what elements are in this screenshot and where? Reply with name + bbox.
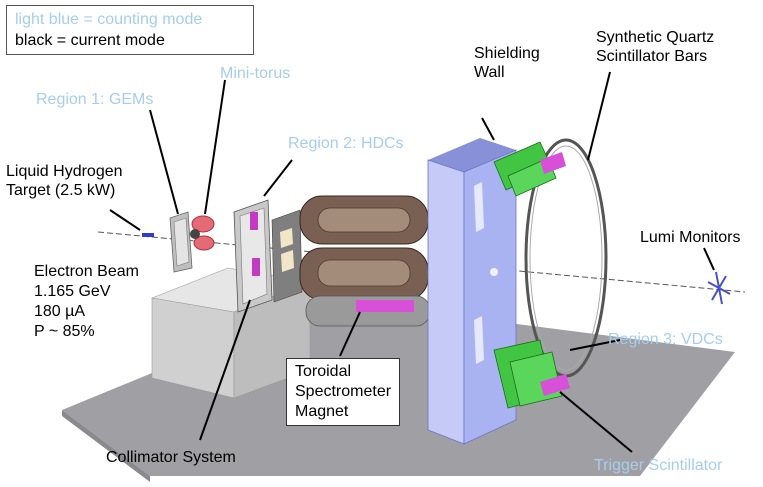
toroid-coil-magenta [356, 300, 414, 312]
toroid-coil-upper-inner [317, 207, 411, 233]
label-region1: Region 1: GEMs [36, 91, 154, 108]
floor-edge [62, 410, 150, 482]
legend-current: black = current mode [15, 32, 165, 49]
label-line: Spectrometer [295, 383, 392, 400]
label-line: 180 µA [34, 303, 86, 320]
region2-face [239, 207, 268, 305]
label-shielding-wall: Shielding Wall [474, 44, 540, 82]
region1-face [173, 217, 190, 267]
minitorus-hub [190, 229, 200, 239]
collimator-opening [280, 228, 293, 248]
label-line: Target (2.5 kW) [6, 182, 116, 199]
trigger-scintillator-upper [540, 152, 566, 174]
collimator-opening [281, 250, 294, 272]
legend-counting: light blue = counting mode [15, 11, 203, 28]
label-line: Shielding [474, 45, 540, 62]
label-line: Magnet [295, 403, 349, 420]
legend-box: light blue = counting mode black = curre… [6, 5, 254, 55]
label-line: Wall [474, 64, 505, 81]
label-line: Toroidal [295, 363, 352, 380]
label-minitorus: Mini-torus [220, 65, 291, 82]
trigger-scintillator-lower [540, 374, 570, 396]
label-quartz-bars: Synthetic Quartz Scintillator Bars [596, 28, 714, 66]
target-cell [142, 233, 154, 237]
shielding-wall-top [428, 138, 516, 172]
label-line: Liquid Hydrogen [6, 163, 123, 180]
label-line: Electron Beam [34, 263, 139, 280]
label-lumi-monitors: Lumi Monitors [640, 229, 741, 246]
label-line: Synthetic Quartz [596, 29, 715, 46]
shielding-wall-slot [474, 182, 484, 232]
region2-chamber [250, 212, 258, 230]
label-toroidal-magnet: Toroidal Spectrometer Magnet [286, 358, 401, 426]
minitorus-coil [191, 215, 215, 233]
leader-lines [109, 71, 715, 453]
region2-chamber [252, 258, 260, 276]
toroid-coil-lower-inner [317, 259, 411, 287]
shielding-wall-hole [490, 268, 498, 276]
label-region2: Region 2: HDCs [288, 135, 404, 152]
label-line: 1.165 GeV [34, 283, 111, 300]
minitorus-coil [193, 235, 215, 251]
label-collimator: Collimator System [106, 449, 236, 466]
label-line: Scintillator Bars [596, 48, 708, 65]
label-trigger-scintillator: Trigger Scintillator [594, 457, 723, 474]
shielding-wall-face [427, 159, 465, 445]
quartz-ring-inner [529, 145, 603, 371]
label-target: Liquid Hydrogen Target (2.5 kW) [6, 162, 123, 200]
lumi-monitors [707, 271, 731, 305]
shielding-wall-slot [474, 316, 484, 364]
label-line: P ~ 85% [34, 323, 95, 340]
label-electron-beam: Electron Beam 1.165 GeV 180 µA P ~ 85% [34, 262, 139, 342]
label-region3: Region 3: VDCs [608, 331, 723, 348]
